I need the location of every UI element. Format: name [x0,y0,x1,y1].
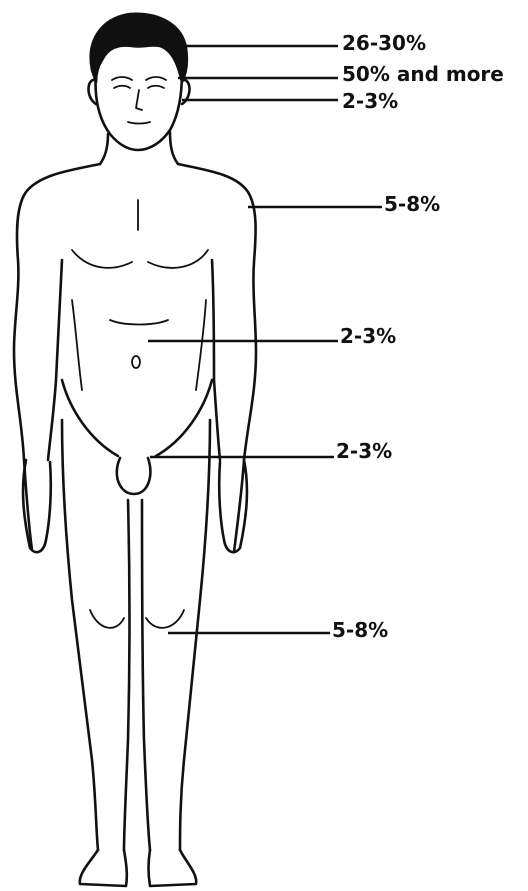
label-trunk: 2-3% [340,326,396,346]
navel [132,356,140,368]
label-lower-limbs: 5-8% [332,620,388,640]
right-leg-outer [180,420,210,850]
abdomen-right [196,300,206,390]
left-pectoral [72,250,132,268]
human-figure-drawing [14,14,256,886]
hair-shape [91,14,187,82]
neck-left [100,134,108,164]
right-eye [148,86,164,88]
right-knee [146,610,184,628]
nose [136,90,142,110]
label-upper-limbs: 5-8% [384,194,440,214]
right-pectoral [148,250,208,268]
right-eyebrow [146,77,166,80]
left-leg-inner [124,500,130,850]
label-face: 50% and more [342,64,504,84]
left-leg-outer [62,420,98,850]
genitals-outline [117,458,150,494]
left-foot [80,850,127,886]
left-knee [90,610,124,628]
mouth [128,122,150,124]
right-hip [156,380,212,456]
left-eyebrow [112,77,132,80]
neck-right [170,132,178,164]
right-shoulder-arm [178,164,256,552]
right-inner-arm [212,260,220,460]
left-hip [62,380,118,456]
right-leg-inner [142,500,150,850]
left-eye [114,86,130,88]
label-genitals: 2-3% [336,441,392,461]
label-ears-neck: 2-3% [342,91,398,111]
abs-line [110,320,168,325]
right-foot [149,850,197,886]
label-scalp: 26-30% [342,33,426,53]
abdomen-left [72,300,82,390]
left-inner-arm [48,260,62,460]
